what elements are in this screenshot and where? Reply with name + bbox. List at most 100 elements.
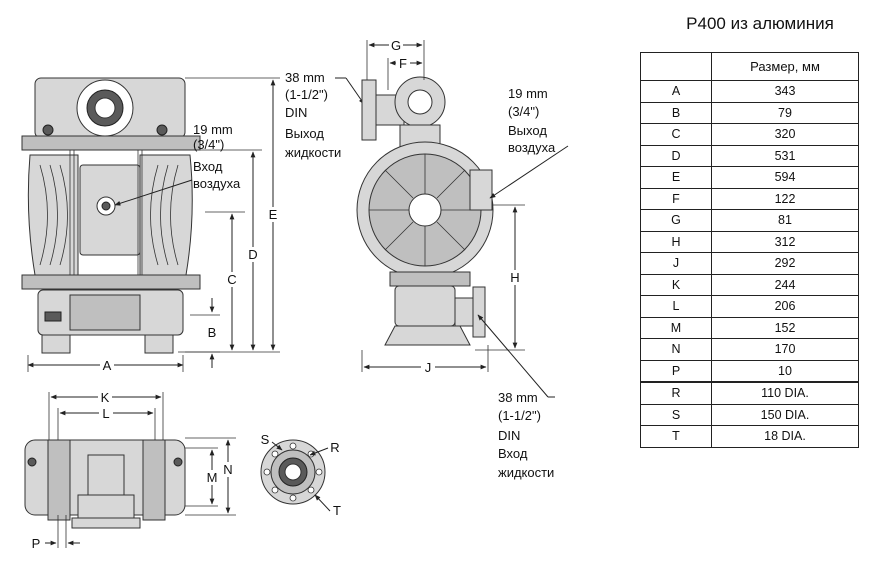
row-value: 320 — [711, 123, 859, 146]
inlet-manifold-side — [394, 285, 456, 327]
row-key: R — [640, 381, 712, 405]
air-exhaust-block — [469, 169, 493, 211]
row-key: H — [640, 230, 712, 253]
row-key: E — [640, 166, 712, 189]
dim-label-D: D — [248, 247, 257, 262]
page-title: P400 из алюминия — [686, 14, 834, 33]
dim-label-H: H — [510, 270, 519, 285]
inlet-size-line1: 38 mm — [498, 390, 538, 405]
row-key: M — [640, 316, 712, 339]
dim-label-C: C — [227, 272, 236, 287]
pump-dimension-drawing: A B C D E 19 mm (3/4") Вход воздуха 38 m… — [21, 37, 569, 551]
side-view: G F H J — [356, 37, 525, 375]
air-size-front-line1: 19 mm — [193, 122, 233, 137]
table-header-row: Размер, мм — [640, 52, 859, 81]
dim-label-K: K — [101, 390, 110, 405]
row-value: 343 — [711, 80, 859, 103]
air-size-side-line2: (3/4") — [508, 104, 539, 119]
row-value: 122 — [711, 187, 859, 210]
row-value: 18 DIA. — [711, 425, 859, 448]
row-value: 244 — [711, 273, 859, 296]
dim-label-L: L — [102, 406, 109, 421]
row-value: 110 DIA. — [711, 381, 859, 405]
row-key: D — [640, 144, 712, 167]
dim-label-B: B — [208, 325, 217, 340]
row-key: C — [640, 123, 712, 146]
row-value: 79 — [711, 101, 859, 124]
top-view: K L M N P — [24, 390, 236, 551]
dim-label-N: N — [223, 462, 232, 477]
dim-label-P: P — [32, 536, 41, 551]
inlet-size-line3: DIN — [498, 428, 520, 443]
outlet-size-line3: DIN — [285, 105, 307, 120]
row-key: N — [640, 338, 712, 361]
row-value: 150 DIA. — [711, 403, 859, 426]
row-value: 312 — [711, 230, 859, 253]
inlet-label-line2: жидкости — [498, 465, 554, 480]
row-key: F — [640, 187, 712, 210]
air-exhaust-side-line2: воздуха — [508, 140, 556, 155]
row-value: 81 — [711, 209, 859, 232]
outlet-flange — [361, 79, 377, 141]
row-key: T — [640, 425, 712, 448]
outlet-size-line2: (1-1/2") — [285, 87, 328, 102]
row-value: 206 — [711, 295, 859, 318]
outlet-label-line1: Выход — [285, 126, 324, 141]
row-key: J — [640, 252, 712, 275]
outlet-size-line1: 38 mm — [285, 70, 325, 85]
table-header-size: Размер, мм — [711, 52, 859, 81]
inlet-flange — [472, 286, 486, 338]
row-key: G — [640, 209, 712, 232]
row-value: 152 — [711, 316, 859, 339]
dim-label-S: S — [261, 432, 270, 447]
dim-label-F: F — [399, 56, 407, 71]
air-exhaust-side-line1: Выход — [508, 123, 547, 138]
row-value: 10 — [711, 359, 859, 383]
inlet-size-line2: (1-1/2") — [498, 408, 541, 423]
front-view: A B C D E 19 mm (3/4") Вход воздуха — [21, 77, 280, 373]
air-inlet-front-line2: воздуха — [193, 176, 241, 191]
left-chamber — [27, 154, 79, 276]
air-size-front-line2: (3/4") — [193, 137, 224, 152]
row-key: L — [640, 295, 712, 318]
side-base — [384, 325, 471, 346]
row-key: P — [640, 359, 712, 383]
row-value: 170 — [711, 338, 859, 361]
dim-label-R: R — [330, 440, 339, 455]
dim-label-J: J — [425, 360, 432, 375]
dim-label-M: M — [207, 470, 218, 485]
left-foot — [41, 334, 71, 354]
dim-label-T: T — [333, 503, 341, 518]
inlet-label-line1: Вход — [498, 446, 528, 461]
row-value: 292 — [711, 252, 859, 275]
row-key: B — [640, 101, 712, 124]
outlet-label-line2: жидкости — [285, 145, 341, 160]
row-key: K — [640, 273, 712, 296]
row-key: A — [640, 80, 712, 103]
row-value: 531 — [711, 144, 859, 167]
bottom-flange-bar — [21, 274, 201, 290]
flange-detail: S R T — [260, 432, 341, 518]
top-flange-bar — [21, 135, 201, 151]
dim-label-G: G — [391, 38, 401, 53]
dim-label-A: A — [103, 358, 112, 373]
right-foot — [144, 334, 174, 354]
table-header-key — [640, 52, 712, 81]
